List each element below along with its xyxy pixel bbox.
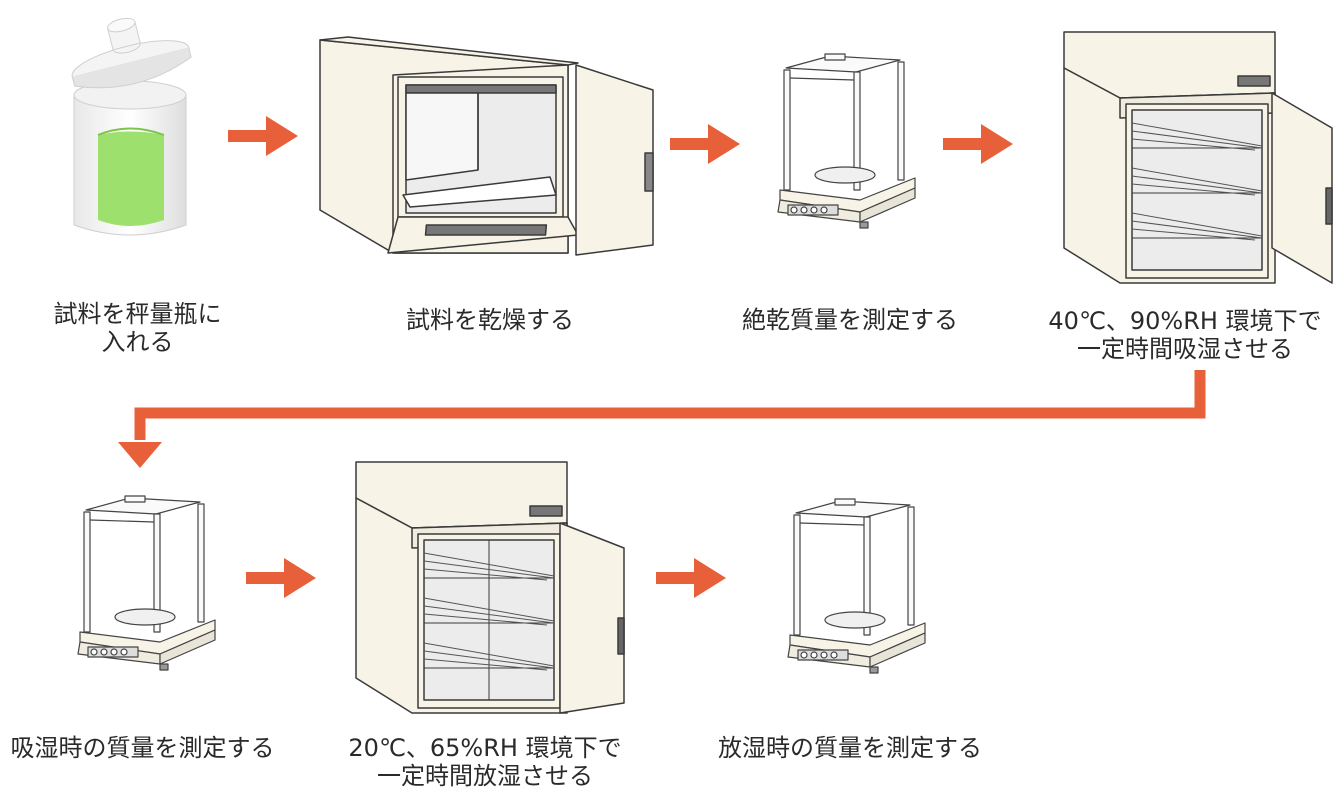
analytical-balance-icon bbox=[77, 495, 216, 671]
arrow-right-icon bbox=[943, 124, 1013, 164]
caption-line: 試料を秤量瓶に bbox=[53, 300, 222, 328]
step-7-caption: 放湿時の質量を測定する bbox=[705, 734, 995, 762]
arrow-right-icon bbox=[670, 124, 740, 164]
arrow-right-icon bbox=[246, 558, 316, 598]
humidity-chamber-icon bbox=[355, 461, 625, 714]
weighing-bottle-icon bbox=[71, 17, 192, 236]
connector-arrow-icon bbox=[118, 370, 1206, 468]
step-3-caption: 絶乾質量を測定する bbox=[720, 306, 980, 334]
analytical-balance-icon bbox=[787, 498, 926, 674]
caption-line: 40℃、90%RH 環境下で bbox=[1048, 307, 1322, 335]
step-4-caption: 40℃、90%RH 環境下で 一定時間吸湿させる bbox=[1040, 307, 1330, 363]
step-2-caption: 試料を乾燥する bbox=[380, 306, 600, 334]
caption-line: 試料を乾燥する bbox=[406, 306, 574, 334]
caption-line: 放湿時の質量を測定する bbox=[718, 734, 982, 762]
caption-line: 入れる bbox=[101, 328, 174, 356]
humidity-chamber-icon bbox=[1063, 31, 1333, 284]
caption-line: 絶乾質量を測定する bbox=[742, 306, 958, 334]
analytical-balance-icon bbox=[777, 53, 916, 229]
caption-line: 一定時間放湿させる bbox=[377, 762, 593, 790]
caption-line: 吸湿時の質量を測定する bbox=[10, 734, 275, 762]
step-1-caption: 試料を秤量瓶に 入れる bbox=[40, 300, 235, 356]
caption-line: 20℃、65%RH 環境下で bbox=[348, 734, 622, 762]
drying-oven-icon bbox=[319, 36, 654, 256]
step-6-caption: 20℃、65%RH 環境下で 一定時間放湿させる bbox=[340, 734, 630, 790]
arrow-right-icon bbox=[228, 116, 298, 156]
arrow-right-icon bbox=[656, 558, 726, 598]
step-5-caption: 吸湿時の質量を測定する bbox=[0, 734, 285, 762]
caption-line: 一定時間吸湿させる bbox=[1077, 335, 1293, 363]
